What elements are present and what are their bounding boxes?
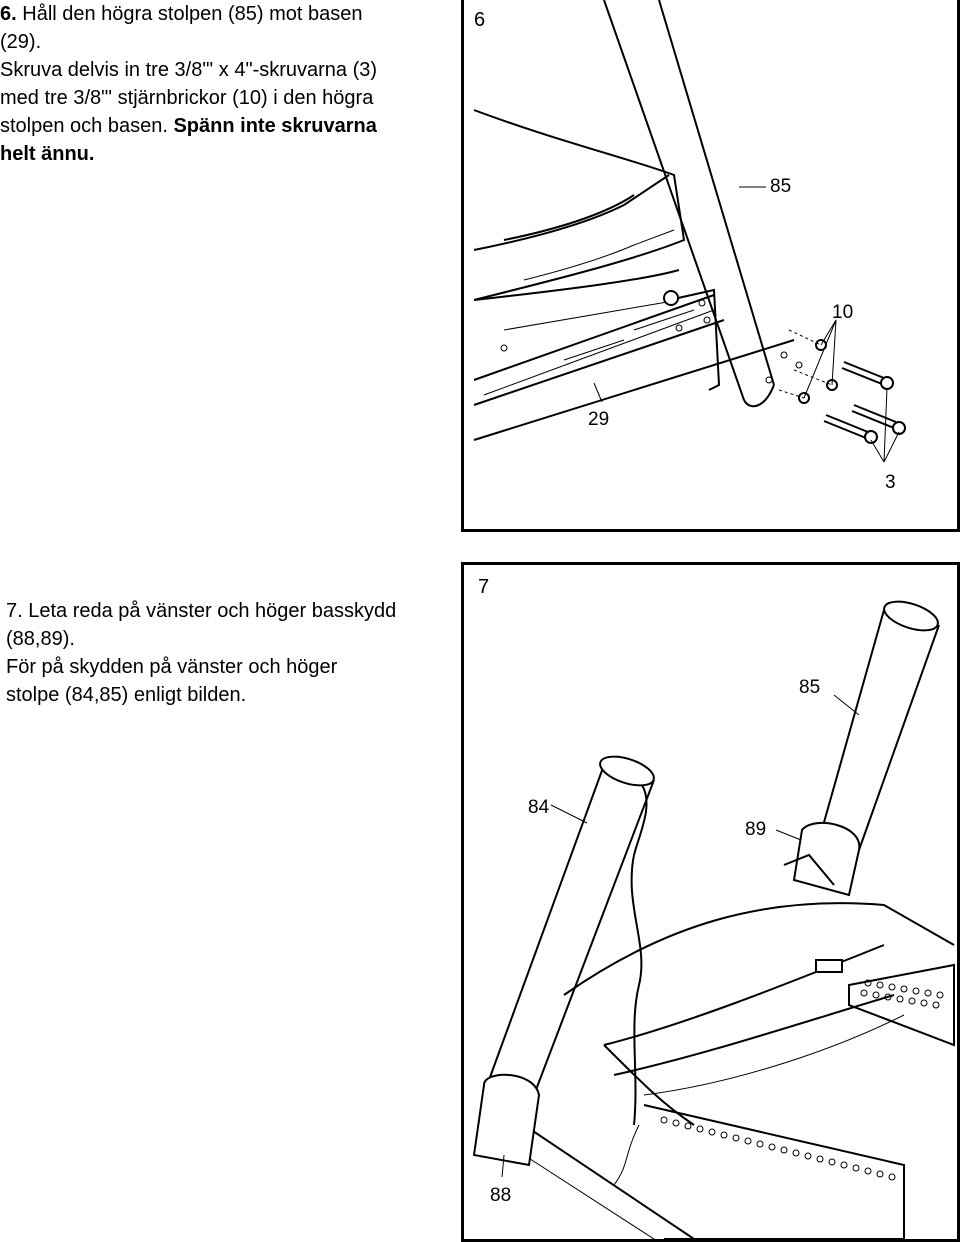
step-7-instructions: 7. Leta reda på vänster och höger bassky… bbox=[6, 597, 456, 709]
step-6-instructions: 6. Håll den högra stolpen (85) mot basen… bbox=[0, 0, 450, 168]
step-6-warning-2: helt ännu. bbox=[0, 143, 95, 165]
step-7-line-3: För på skydden på vänster och höger bbox=[6, 656, 338, 678]
step-6-text-5: stolpen och basen. bbox=[0, 115, 174, 137]
callout-85-right-post: 85 bbox=[799, 677, 820, 698]
callout-89-right-guard: 89 bbox=[745, 819, 766, 840]
step-6-warning-1: Spänn inte skruvarna bbox=[173, 115, 377, 137]
step-6-text-1: Håll den högra stolpen (85) mot basen bbox=[22, 3, 363, 25]
callout-84-left-post: 84 bbox=[528, 797, 550, 818]
step-6-line-4: med tre 3/8"' stjärnbrickor (10) i den h… bbox=[0, 87, 374, 109]
step-6-line-1: 6. Håll den högra stolpen (85) mot basen bbox=[0, 0, 450, 28]
perforation-dots bbox=[860, 979, 944, 1009]
step-6-line-5: stolpen och basen. Spänn inte skruvarna bbox=[0, 112, 450, 140]
step-7-figure: 7 85 84 89 88 bbox=[461, 562, 960, 1242]
callout-10-star-washer: 10 bbox=[832, 302, 853, 323]
callout-88-left-guard: 88 bbox=[490, 1185, 511, 1206]
callout-3-bolt: 3 bbox=[885, 472, 896, 493]
step-7-illustration: 7 85 84 89 88 bbox=[472, 576, 955, 1239]
perforation-dots-bottom bbox=[660, 1116, 896, 1181]
step-7-line-1: 7. Leta reda på vänster och höger bassky… bbox=[6, 600, 397, 622]
callout-85-post: 85 bbox=[770, 176, 791, 197]
step-7-line-4: stolpe (84,85) enligt bilden. bbox=[6, 684, 247, 706]
figure-6-number: 6 bbox=[474, 9, 485, 31]
step-7-line-2: (88,89). bbox=[6, 628, 75, 650]
step-6-number: 6. bbox=[0, 3, 17, 25]
step-6-line-3: Skruva delvis in tre 3/8"' x 4"-skruvarn… bbox=[0, 59, 378, 81]
figure-7-number: 7 bbox=[478, 576, 489, 598]
callout-29-base: 29 bbox=[588, 409, 609, 430]
step-6-line-2: (29). bbox=[0, 31, 42, 53]
step-6-illustration: 6 85 10 29 3 bbox=[473, 0, 906, 493]
step-6-figure: 6 85 10 29 3 bbox=[461, 0, 960, 532]
